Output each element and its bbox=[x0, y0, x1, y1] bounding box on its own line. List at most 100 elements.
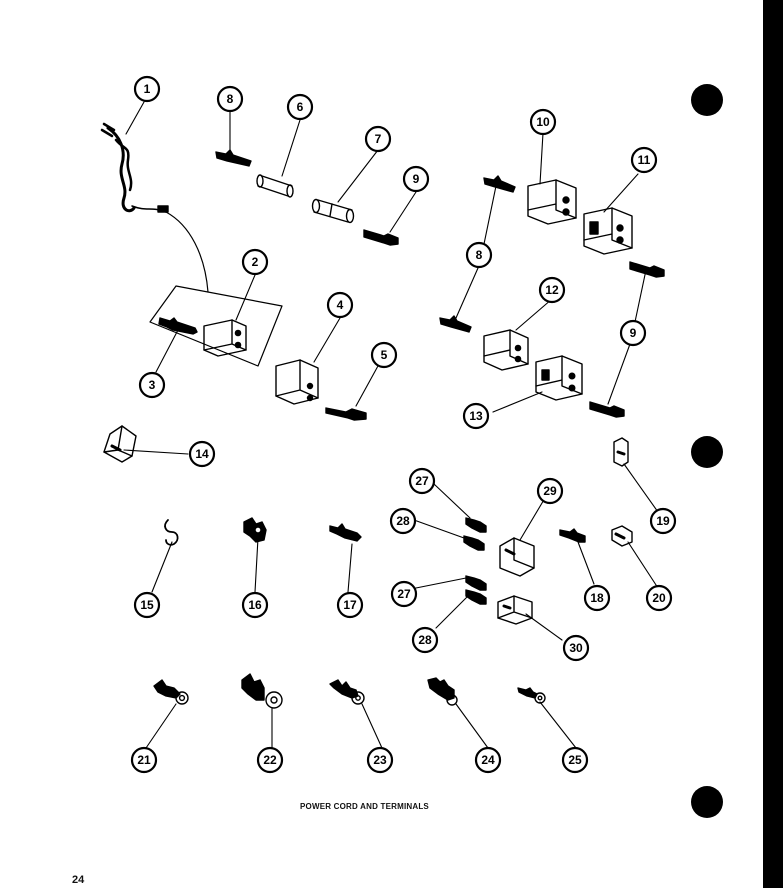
callout-circle bbox=[133, 75, 161, 103]
binder-edge bbox=[763, 0, 783, 888]
callout-16: 16 bbox=[241, 591, 269, 619]
terminal-28-upper-part bbox=[463, 535, 485, 551]
callout-13: 13 bbox=[462, 402, 490, 430]
callout-24: 24 bbox=[474, 746, 502, 774]
terminal-9-lower-part bbox=[589, 401, 625, 418]
terminal-18-part bbox=[559, 528, 586, 543]
terminal-16-part bbox=[243, 517, 267, 543]
callout-circle bbox=[630, 146, 658, 174]
callout-circle bbox=[389, 507, 417, 535]
callout-3: 3 bbox=[138, 371, 166, 399]
callout-circle bbox=[241, 591, 269, 619]
connector-13-part bbox=[535, 355, 583, 401]
callout-circle bbox=[364, 125, 392, 153]
callout-4: 4 bbox=[326, 291, 354, 319]
terminal-27-lower-part bbox=[465, 575, 487, 591]
callout-number: 1 bbox=[144, 82, 151, 96]
housing-29-part bbox=[499, 537, 535, 577]
ring-terminal-21-part bbox=[153, 679, 189, 705]
callout-number: 3 bbox=[149, 378, 156, 392]
callout-number: 28 bbox=[418, 633, 432, 647]
terminal-28-lower-part bbox=[465, 589, 487, 605]
connector-12-part bbox=[483, 329, 529, 371]
callout-number: 8 bbox=[227, 92, 234, 106]
kit-panel bbox=[149, 285, 283, 367]
callout-number: 22 bbox=[263, 753, 277, 767]
connector-11-part bbox=[583, 207, 633, 255]
callout-17: 17 bbox=[336, 591, 364, 619]
callout-circle bbox=[411, 626, 439, 654]
ring-terminal-22-part bbox=[241, 673, 283, 709]
sleeve-7-part bbox=[311, 198, 355, 224]
callout-8: 8 bbox=[465, 241, 493, 269]
ring-terminal-25-part bbox=[517, 687, 546, 704]
terminal-9-top-part bbox=[363, 229, 399, 246]
callout-8: 8 bbox=[216, 85, 244, 113]
callout-circle bbox=[465, 241, 493, 269]
callout-6: 6 bbox=[286, 93, 314, 121]
callout-number: 5 bbox=[381, 348, 388, 362]
callout-20: 20 bbox=[645, 584, 673, 612]
callout-22: 22 bbox=[256, 746, 284, 774]
callout-number: 29 bbox=[543, 484, 557, 498]
sleeve-6-part bbox=[256, 174, 294, 198]
callout-number: 4 bbox=[337, 298, 344, 312]
callout-number: 28 bbox=[396, 514, 410, 528]
callout-circle bbox=[408, 467, 436, 495]
callout-11: 11 bbox=[630, 146, 658, 174]
callout-circle bbox=[538, 276, 566, 304]
terminal-8-top-part bbox=[215, 149, 252, 167]
callout-circle bbox=[474, 746, 502, 774]
callout-5: 5 bbox=[370, 341, 398, 369]
callout-25: 25 bbox=[561, 746, 589, 774]
ring-terminal-23-part bbox=[329, 679, 365, 705]
callout-number: 16 bbox=[248, 598, 262, 612]
callout-circle bbox=[562, 634, 590, 662]
connector-10-part bbox=[527, 179, 577, 225]
callout-circle bbox=[462, 402, 490, 430]
terminal-20-part bbox=[611, 525, 633, 547]
callout-number: 9 bbox=[413, 172, 420, 186]
connector-4-part bbox=[275, 359, 319, 405]
callout-circle bbox=[326, 291, 354, 319]
callout-circle bbox=[133, 591, 161, 619]
binder-hole-bottom bbox=[691, 786, 723, 818]
terminal-5-part bbox=[325, 407, 367, 421]
callout-circle bbox=[390, 580, 418, 608]
callout-number: 17 bbox=[343, 598, 357, 612]
callout-circle bbox=[188, 440, 216, 468]
callout-circle bbox=[241, 248, 269, 276]
terminal-19-part bbox=[613, 437, 629, 467]
callout-19: 19 bbox=[649, 507, 677, 535]
callout-number: 21 bbox=[137, 753, 151, 767]
callout-7: 7 bbox=[364, 125, 392, 153]
callout-12: 12 bbox=[538, 276, 566, 304]
binder-hole-middle bbox=[691, 436, 723, 468]
callout-number: 19 bbox=[656, 514, 670, 528]
callout-number: 2 bbox=[252, 255, 259, 269]
callout-15: 15 bbox=[133, 591, 161, 619]
terminal-9-upper-part bbox=[629, 261, 665, 278]
callout-circle bbox=[561, 746, 589, 774]
callout-circle bbox=[649, 507, 677, 535]
ring-terminal-24-part bbox=[427, 677, 458, 706]
callout-circle bbox=[256, 746, 284, 774]
callout-circle bbox=[138, 371, 166, 399]
callout-circle bbox=[529, 108, 557, 136]
callout-circle bbox=[536, 477, 564, 505]
callout-28: 28 bbox=[411, 626, 439, 654]
callout-number: 12 bbox=[545, 283, 559, 297]
power-cord-part bbox=[100, 122, 209, 293]
callout-circle bbox=[583, 584, 611, 612]
callout-9: 9 bbox=[402, 165, 430, 193]
diagram-caption: POWER CORD AND TERMINALS bbox=[300, 802, 429, 811]
callout-number: 15 bbox=[140, 598, 154, 612]
clip-15-part bbox=[164, 519, 179, 546]
page-number: 24 bbox=[72, 874, 85, 886]
callout-circle bbox=[645, 584, 673, 612]
callout-30: 30 bbox=[562, 634, 590, 662]
callout-circle bbox=[216, 85, 244, 113]
binder-hole-top bbox=[691, 84, 723, 116]
